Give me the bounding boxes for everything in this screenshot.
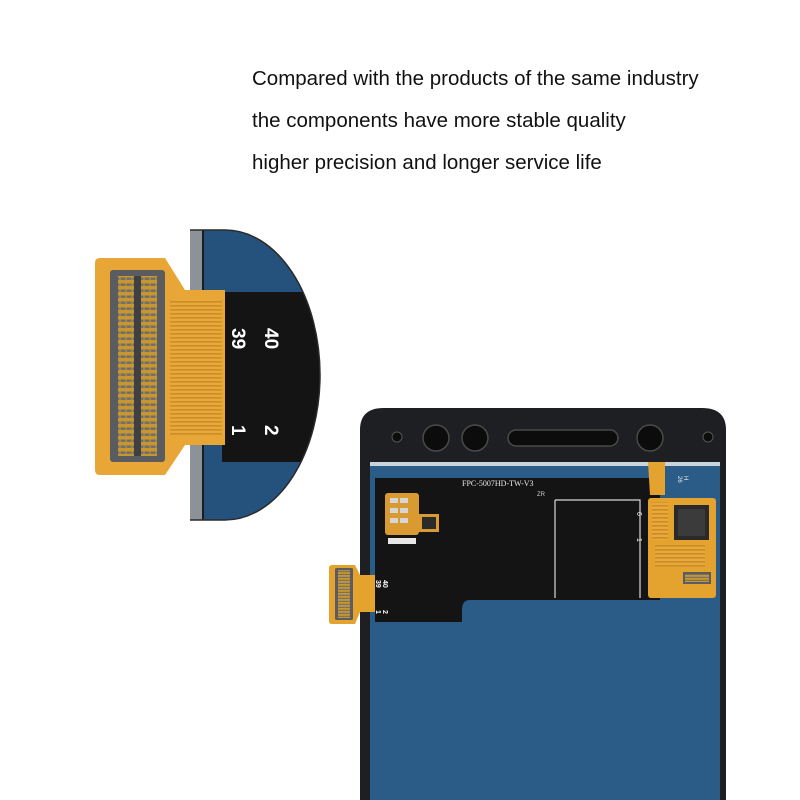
speaker-slot [507,429,619,447]
zoom-pin-1: 1 [227,425,248,436]
panel-side-26: 26 [676,476,682,483]
zoom-pin-2: 2 [260,425,281,436]
caption-line-3: higher precision and longer service life [252,151,602,174]
lcd-panel: FPC-5007HD-TW-V3 ZR 6 1 26 [329,408,726,800]
panel-small-6: 6 [635,512,642,516]
panel-pin-2: 2 [381,610,388,614]
side-connector-flex [329,565,375,624]
panel-pin-1: 1 [374,610,381,614]
fpc-sub-label: ZR [537,492,546,498]
caption-line-1: Compared with the products of the same i… [252,67,699,90]
zoom-inset: 39 40 1 2 [95,229,321,521]
panel-pin-39: 39 [374,580,381,588]
panel-small-1: 1 [635,538,642,542]
sensor-hole-icon [391,431,403,443]
zoom-pin-39: 39 [227,328,248,349]
fpc-label: FPC-5007HD-TW-V3 [462,479,534,488]
panel-side-h: H [682,476,688,480]
panel-pin-40: 40 [381,580,388,588]
component-board [385,493,439,544]
zoom-pin-40: 40 [260,328,281,349]
right-flex-board [648,462,716,598]
product-caption: Compared with the products of the same i… [252,58,792,184]
caption-line-2: the components have more stable quality [252,109,626,132]
